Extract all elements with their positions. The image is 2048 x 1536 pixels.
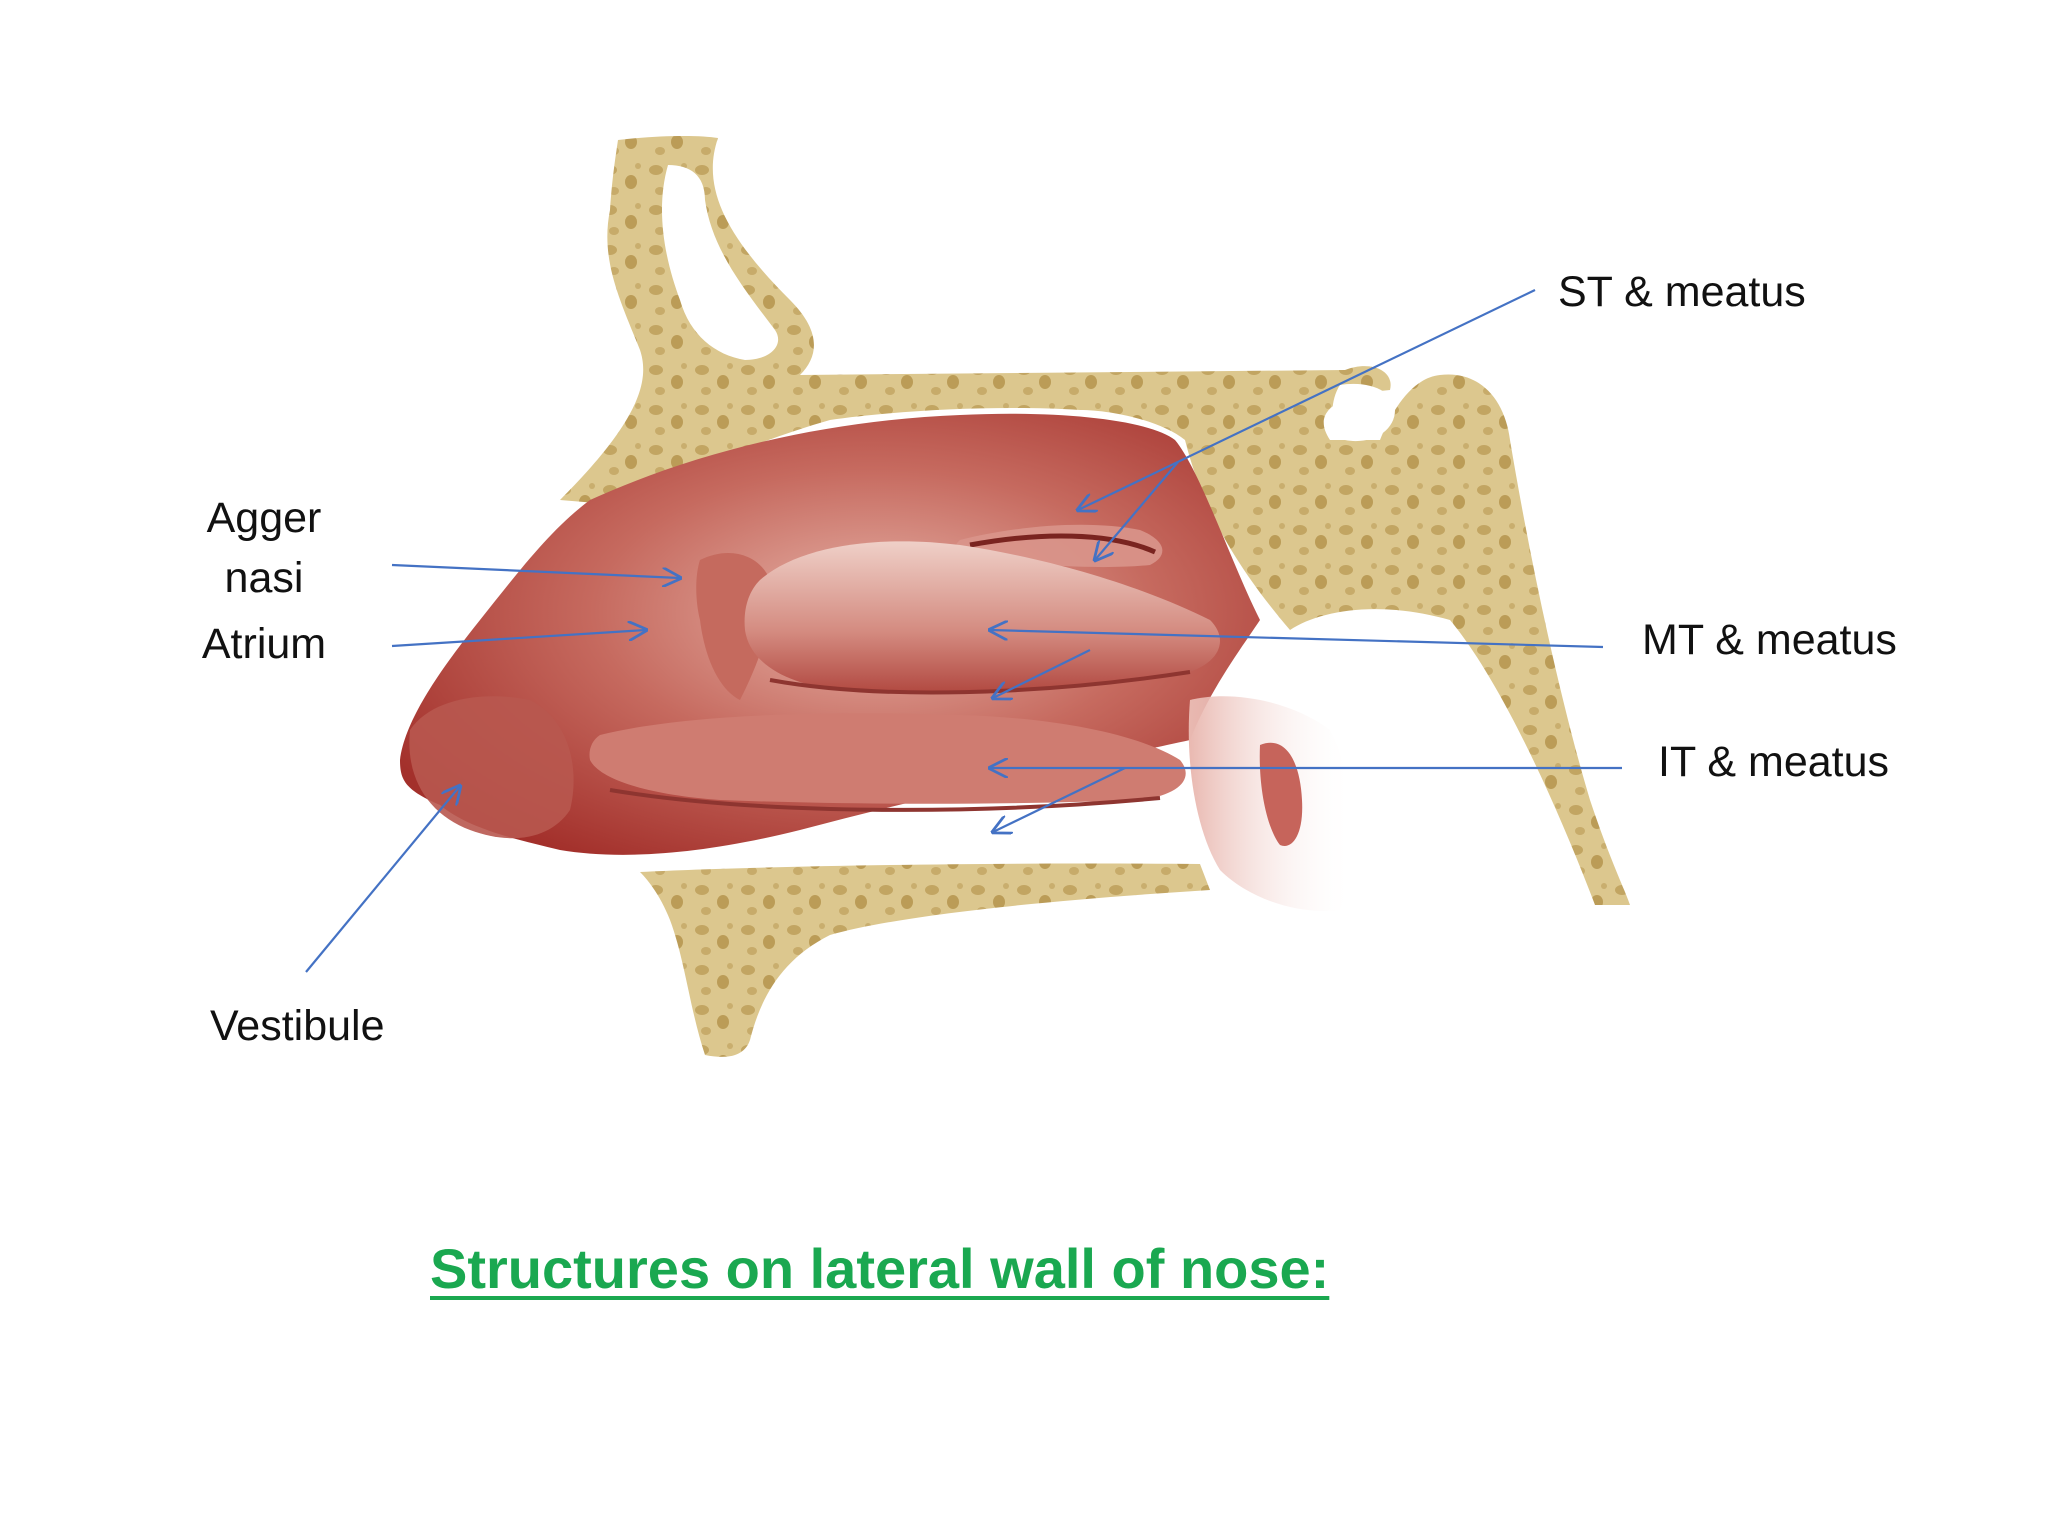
atrium-arrow	[391, 630, 646, 648]
inferior-meatus-line	[609, 788, 1161, 812]
pointer-arrows	[305, 289, 1622, 973]
atrium-label: Atrium	[201, 620, 327, 668]
vestibule-label: Vestibule	[210, 1002, 385, 1050]
agger-nasi-arrow	[391, 563, 680, 578]
middle-turbinate	[744, 541, 1220, 692]
middle-meatus-line	[769, 670, 1191, 695]
it-meatus-label: IT & meatus	[1658, 738, 1890, 786]
agger-nasi-label-line2: nasi	[224, 554, 304, 602]
st-arrow	[1078, 289, 1536, 510]
mt-arrow	[990, 630, 1604, 649]
agger-nasi	[696, 552, 771, 700]
slide-title: Structures on lateral wall of nose:	[430, 1237, 1330, 1300]
agger-nasi-label: Agger nasi	[184, 488, 344, 608]
agger-nasi-label-line1: Agger	[206, 494, 322, 542]
hard-palate	[640, 863, 1210, 1057]
mt-meatus-arrow	[993, 649, 1091, 698]
vestibule-arrow	[305, 786, 460, 973]
frontal-sinus	[661, 165, 779, 360]
it-meatus-arrow	[993, 767, 1126, 832]
st-meatus-label: ST & meatus	[1558, 268, 1806, 316]
sphenoid-notch	[1332, 383, 1395, 442]
st-meatus-arrow	[1095, 461, 1179, 560]
superior-meatus-line	[969, 533, 1157, 555]
mt-meatus-label: MT & meatus	[1642, 616, 1897, 664]
inferior-turbinate	[589, 713, 1186, 804]
